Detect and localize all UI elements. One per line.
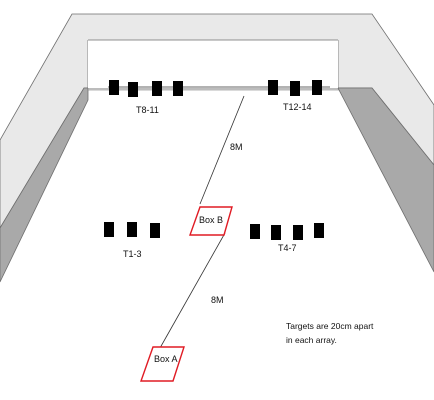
box-b-outline (189, 206, 233, 236)
array-label-t4-7: T4-7 (278, 243, 297, 253)
target (312, 80, 322, 95)
target-array-t4-7: T4-7 (250, 223, 324, 253)
array-label-t1-3: T1-3 (123, 249, 142, 259)
distance-line-a-to-b (159, 232, 226, 349)
target (127, 222, 137, 237)
box-b-label: Box B (199, 215, 223, 225)
box-a-outline (140, 346, 185, 382)
target (152, 81, 162, 96)
target-array-t8-11: T8-11 (109, 80, 183, 115)
target (314, 223, 324, 238)
target (173, 81, 183, 96)
distance-line-b-to-back (199, 95, 245, 205)
target-array-t1-3: T1-3 (104, 222, 160, 259)
target (293, 225, 303, 240)
range-walls (0, 13, 434, 283)
target (290, 81, 300, 96)
target (104, 222, 114, 237)
spacing-note-line2: in each array. (286, 335, 337, 345)
target (128, 82, 138, 97)
array-label-t12-14: T12-14 (283, 102, 312, 112)
wall-right-face (337, 87, 434, 273)
distance-label-upper: 8M (230, 142, 243, 152)
box-a-label: Box A (154, 354, 178, 364)
spacing-note-line1: Targets are 20cm apart (286, 321, 374, 331)
box-a: Box A (140, 346, 185, 382)
target (150, 223, 160, 238)
box-b: Box B (189, 206, 233, 236)
wall-inner-top (88, 40, 338, 88)
distance-label-lower: 8M (211, 295, 224, 305)
wall-left-face (0, 87, 89, 283)
array-label-t8-11: T8-11 (136, 105, 159, 115)
target (268, 80, 278, 95)
target (250, 224, 260, 239)
target-array-t12-14: T12-14 (268, 80, 322, 112)
target (109, 80, 119, 95)
target (271, 225, 281, 240)
